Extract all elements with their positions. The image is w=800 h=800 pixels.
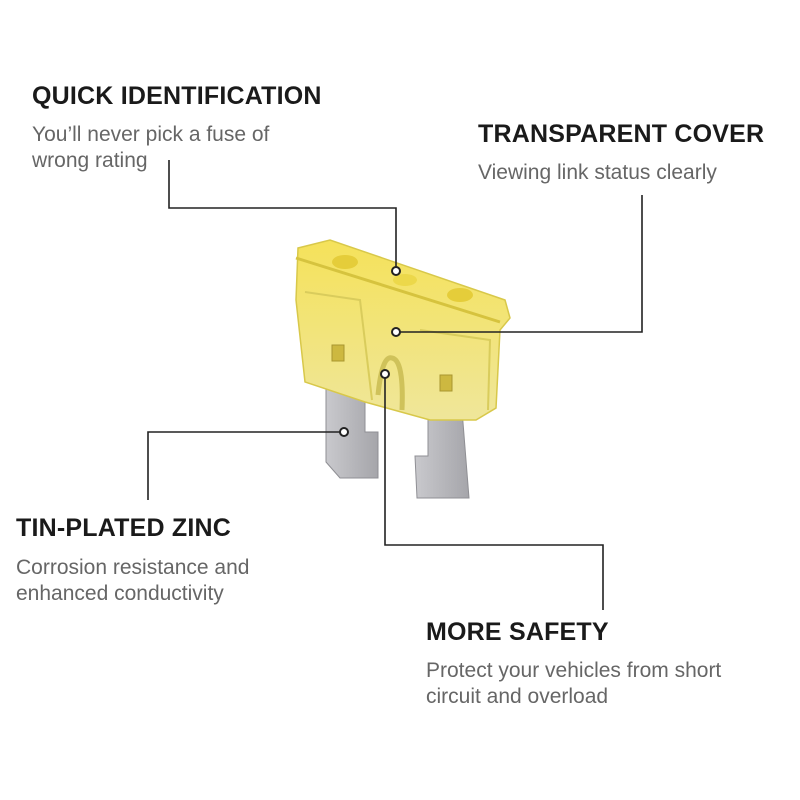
leader-line-quick-identification [168, 160, 397, 267]
desc-line: circuit and overload [426, 685, 609, 708]
leader-line-transparent-cover [400, 195, 643, 333]
leader-line-more-safety [384, 378, 604, 610]
callout-dot-cover [391, 327, 401, 337]
desc-line: Corrosion resistance and [16, 556, 250, 579]
leader-lines [147, 160, 643, 610]
leader-line-tin-plated-zinc [147, 431, 340, 500]
desc-line: wrong rating [32, 149, 148, 172]
desc-line: Protect your vehicles from short [426, 659, 722, 682]
callout-dot-link [380, 369, 390, 379]
more-safety-title: MORE SAFETY [426, 618, 609, 646]
transparent-cover-desc: Viewing link status clearly [478, 161, 717, 184]
quick-identification-desc: You’ll never pick a fuse of wrong rating [32, 122, 269, 174]
transparent-cover-title: TRANSPARENT COVER [478, 120, 765, 148]
fuse-image [295, 239, 511, 499]
callout-dot-blade [339, 427, 349, 437]
tin-plated-zinc-desc: Corrosion resistance and enhanced conduc… [16, 555, 249, 607]
quick-identification-title: QUICK IDENTIFICATION [32, 82, 322, 110]
tin-plated-zinc-title: TIN-PLATED ZINC [16, 514, 232, 542]
callout-dot-top [391, 266, 401, 276]
desc-line: enhanced conductivity [16, 582, 224, 605]
desc-line: You’ll never pick a fuse of [32, 123, 270, 146]
more-safety-desc: Protect your vehicles from short circuit… [426, 658, 721, 710]
